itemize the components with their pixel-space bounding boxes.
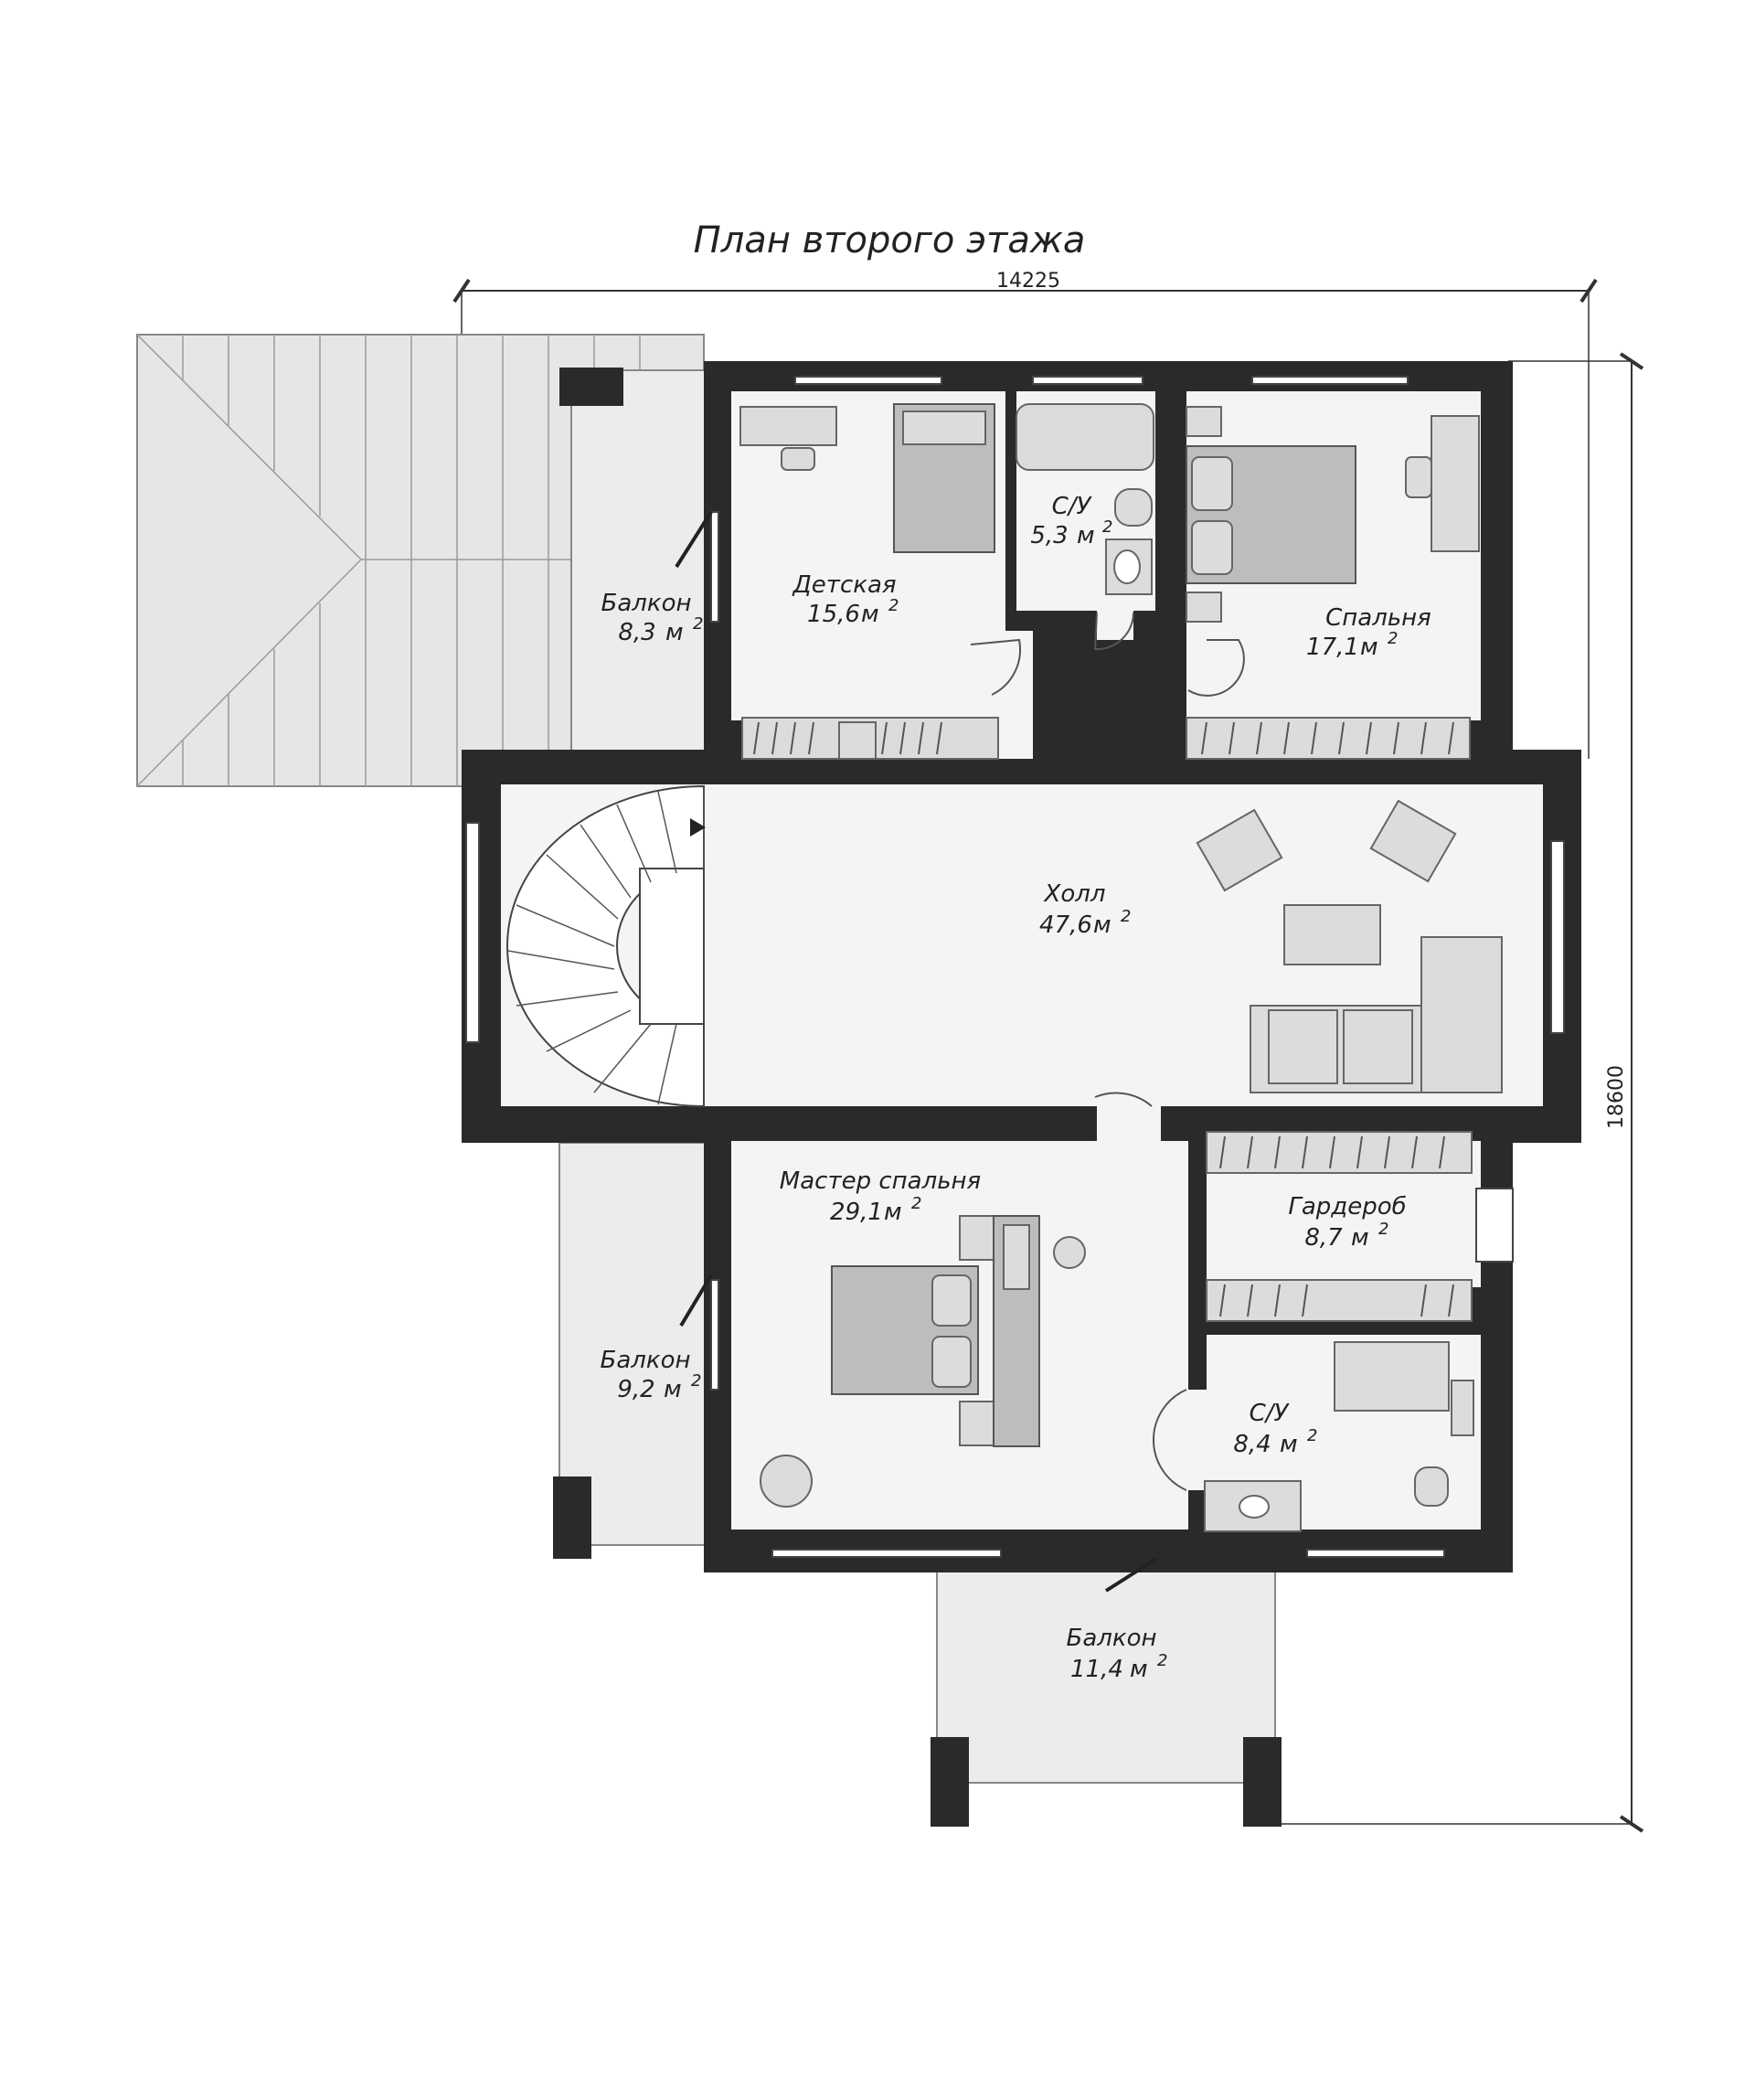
room-name: С/У	[1052, 493, 1093, 520]
room-name: Мастер спальня	[780, 1167, 981, 1195]
svg-text:2: 2	[1307, 1426, 1317, 1445]
room-area: 17,1	[1306, 634, 1359, 661]
balcony-3-pillar-right	[1243, 1737, 1282, 1827]
windows	[465, 376, 1565, 1558]
balcony-1-floor	[570, 369, 709, 755]
room-name: Гардероб	[1288, 1193, 1406, 1221]
area-unit: м	[665, 619, 684, 646]
room-name: Детская	[792, 571, 896, 599]
balcony-3-floor	[936, 1553, 1276, 1784]
room-labels: Балкон 8,3 Детская 15,6 С/У 5,3 Спальня …	[601, 493, 1431, 1683]
room-area: 9,2	[617, 1376, 654, 1403]
room-name: Холл	[1043, 880, 1106, 908]
svg-text:2: 2	[693, 614, 703, 634]
room-name: Балкон	[601, 1347, 691, 1374]
svg-text:2: 2	[888, 596, 899, 615]
bathroom-2-fixtures	[1204, 1341, 1474, 1532]
area-unit: м	[1351, 1224, 1369, 1252]
dimension-height: 18600	[1280, 352, 1644, 1833]
kids-room-furniture	[739, 403, 995, 760]
svg-text:2: 2	[1157, 1651, 1167, 1670]
unit-labels: м м м м м м м м м м	[664, 522, 1378, 1683]
room-name: Балкон	[1067, 1625, 1157, 1652]
room-area: 8,4	[1233, 1431, 1271, 1458]
room-area: 8,7	[1304, 1224, 1343, 1252]
svg-text:2: 2	[1121, 907, 1131, 926]
spiral-staircase	[506, 784, 706, 1108]
area-unit: м	[664, 1376, 682, 1403]
bedroom-furniture	[1186, 406, 1480, 623]
dimension-width: 14225	[452, 270, 1598, 759]
area-unit: м	[884, 1199, 902, 1226]
width-label: 14225	[996, 270, 1060, 293]
room-area: 47,6	[1039, 911, 1092, 939]
master-bedroom-furniture	[760, 1215, 1086, 1508]
closets	[741, 717, 1473, 1322]
room-area: 11,4	[1070, 1656, 1123, 1683]
svg-text:2: 2	[911, 1194, 921, 1213]
svg-text:2: 2	[1378, 1220, 1388, 1239]
room-area: 8,3	[618, 619, 655, 646]
svg-text:2: 2	[1102, 517, 1112, 537]
balcony-3-pillar-left	[931, 1737, 969, 1827]
height-label: 18600	[1605, 1065, 1628, 1129]
room-name: Балкон	[601, 590, 692, 617]
area-unit: м	[1280, 1431, 1298, 1458]
room-area: 5,3	[1030, 522, 1068, 549]
area-unit: м	[1093, 911, 1112, 939]
area-unit: м	[861, 601, 879, 628]
bathroom-1-fixtures	[1016, 403, 1154, 595]
room-name: С/У	[1250, 1400, 1291, 1427]
hall-furniture	[1196, 799, 1503, 1093]
room-area: 15,6	[807, 601, 860, 628]
area-unit: м	[1077, 522, 1095, 549]
door-swings	[675, 510, 1245, 1593]
superscript-twos: 2 2 2 2 2 2 2 2 2 2	[691, 517, 1398, 1670]
svg-text:2: 2	[1388, 629, 1398, 648]
svg-text:2: 2	[691, 1371, 701, 1391]
room-name: Спальня	[1325, 604, 1431, 632]
balcony-1-pillar	[559, 368, 623, 406]
balcony-2-pillar	[553, 1476, 591, 1559]
room-area: 29,1	[830, 1199, 883, 1226]
area-unit: м	[1360, 634, 1378, 661]
area-unit: м	[1130, 1656, 1148, 1683]
plan-title: План второго этажа	[694, 219, 1086, 261]
